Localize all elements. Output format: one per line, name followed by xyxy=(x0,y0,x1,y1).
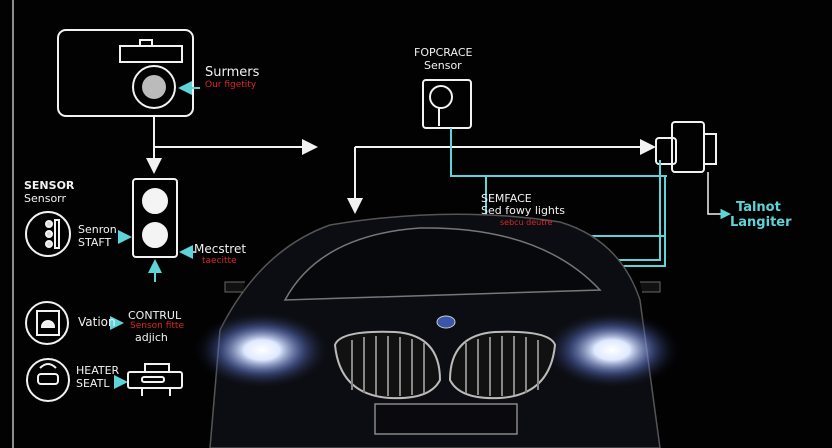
car-front-illustration xyxy=(192,213,682,448)
right-output-label-2: Langiter xyxy=(730,215,792,230)
mecstret-sublabel: taecitte xyxy=(202,256,237,266)
semface-label-1: SEMFACE xyxy=(481,192,532,205)
sensor-indicator-icon xyxy=(25,211,71,257)
camera-label: Surmers xyxy=(205,65,260,80)
heater-seat-icon xyxy=(26,358,70,402)
right-output-label-1: Talnot xyxy=(736,200,781,215)
top-sensor-icon xyxy=(422,79,472,129)
vation-icon xyxy=(25,301,69,345)
control-label-2: Senson fitte xyxy=(130,321,184,331)
top-sensor-label-2: Sensor xyxy=(424,59,462,72)
sensor-start-label-1: Senron xyxy=(78,223,117,236)
left-heading-2: Sensorr xyxy=(24,192,67,205)
top-sensor-label-1: FOPCRACE xyxy=(414,46,473,59)
left-heading-1: SENSOR xyxy=(24,179,75,192)
sensor-start-label-2: STAFT xyxy=(78,236,112,249)
heater-label-1: HEATER xyxy=(76,364,120,377)
semface-label-2: Sed fowy lights xyxy=(481,204,565,217)
camera-module-icon xyxy=(57,29,194,117)
mecstret-label: Mecstret xyxy=(194,242,247,256)
control-label-3: adjich xyxy=(135,331,168,344)
vation-label: Vation xyxy=(78,315,116,329)
dual-button-panel-icon xyxy=(132,178,178,258)
heater-label-2: SEATL xyxy=(76,377,110,390)
license-plate xyxy=(374,403,518,435)
brand-badge-icon xyxy=(436,315,456,329)
right-control-module-icon xyxy=(655,121,717,173)
control-label-1: CONTRUL xyxy=(128,309,182,322)
seat-module-icon xyxy=(127,363,183,396)
camera-sublabel: Our figetity xyxy=(205,80,257,90)
semface-sublabel: sebcu deutre xyxy=(500,218,553,227)
